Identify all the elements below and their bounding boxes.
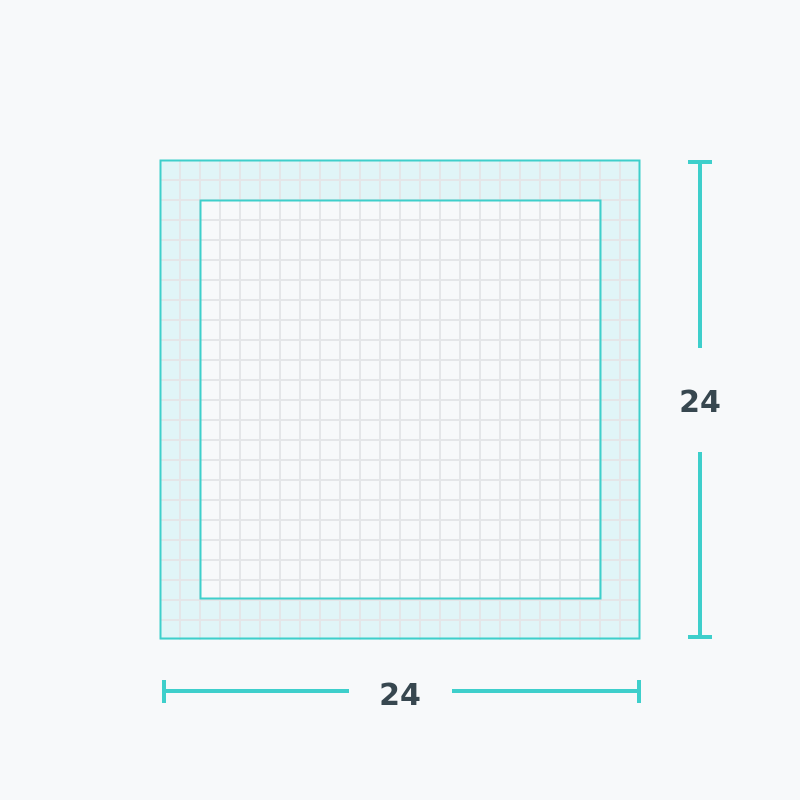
width-label: 24: [379, 678, 421, 713]
artboard-border: [159, 159, 641, 640]
height-dimension: [688, 160, 712, 639]
height-label: 24: [679, 385, 721, 420]
width-dimension: [162, 680, 641, 703]
live-area-border: [199, 199, 602, 600]
